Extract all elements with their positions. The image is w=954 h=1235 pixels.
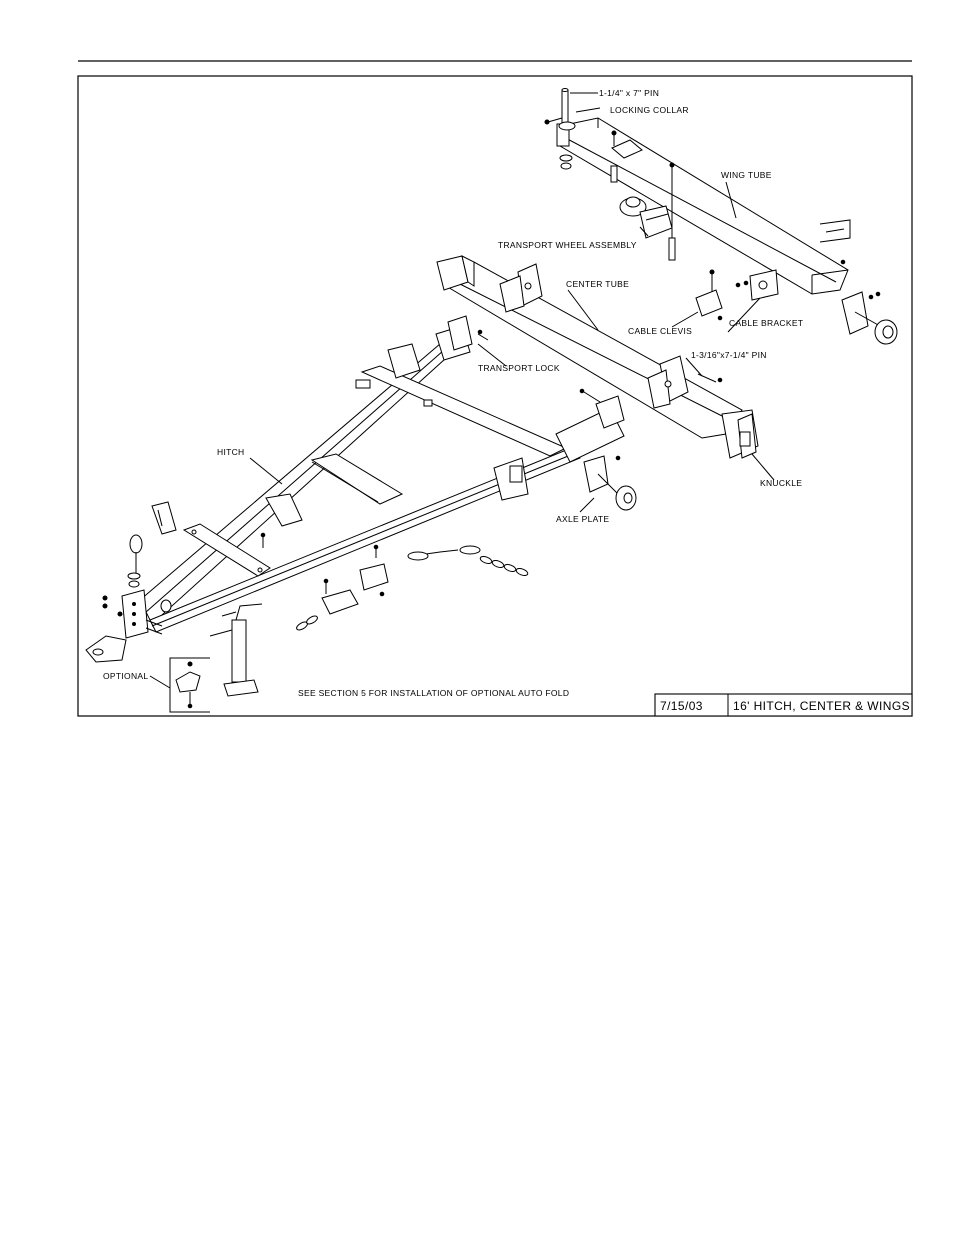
- label-locking-collar: LOCKING COLLAR: [610, 105, 689, 115]
- hitch-assembly: [86, 316, 636, 696]
- label-transport-wheel-assembly: TRANSPORT WHEEL ASSEMBLY: [498, 240, 637, 250]
- label-cable-clevis: CABLE CLEVIS: [628, 326, 692, 336]
- title-block-date: 7/15/03: [660, 699, 703, 713]
- title-block-title: 16' HITCH, CENTER & WINGS: [733, 699, 910, 713]
- label-knuckle: KNUCKLE: [760, 478, 802, 488]
- label-center-tube: CENTER TUBE: [566, 279, 629, 289]
- label-optional: OPTIONAL: [103, 671, 148, 681]
- label-transport-lock: TRANSPORT LOCK: [478, 363, 560, 373]
- label-pin-mid: 1-3/16"x7-1/4" PIN: [691, 350, 767, 360]
- label-wing-tube: WING TUBE: [721, 170, 772, 180]
- label-axle-plate: AXLE PLATE: [556, 514, 609, 524]
- optional-inset: [170, 658, 210, 712]
- label-hitch: HITCH: [217, 447, 244, 457]
- label-pin-top: 1-1/4" x 7" PIN: [599, 88, 659, 98]
- drawing-border: [78, 76, 912, 716]
- title-block: 7/15/03 16' HITCH, CENTER & WINGS: [655, 694, 912, 716]
- label-cable-bracket: CABLE BRACKET: [729, 318, 803, 328]
- note-see-section: SEE SECTION 5 FOR INSTALLATION OF OPTION…: [298, 688, 569, 698]
